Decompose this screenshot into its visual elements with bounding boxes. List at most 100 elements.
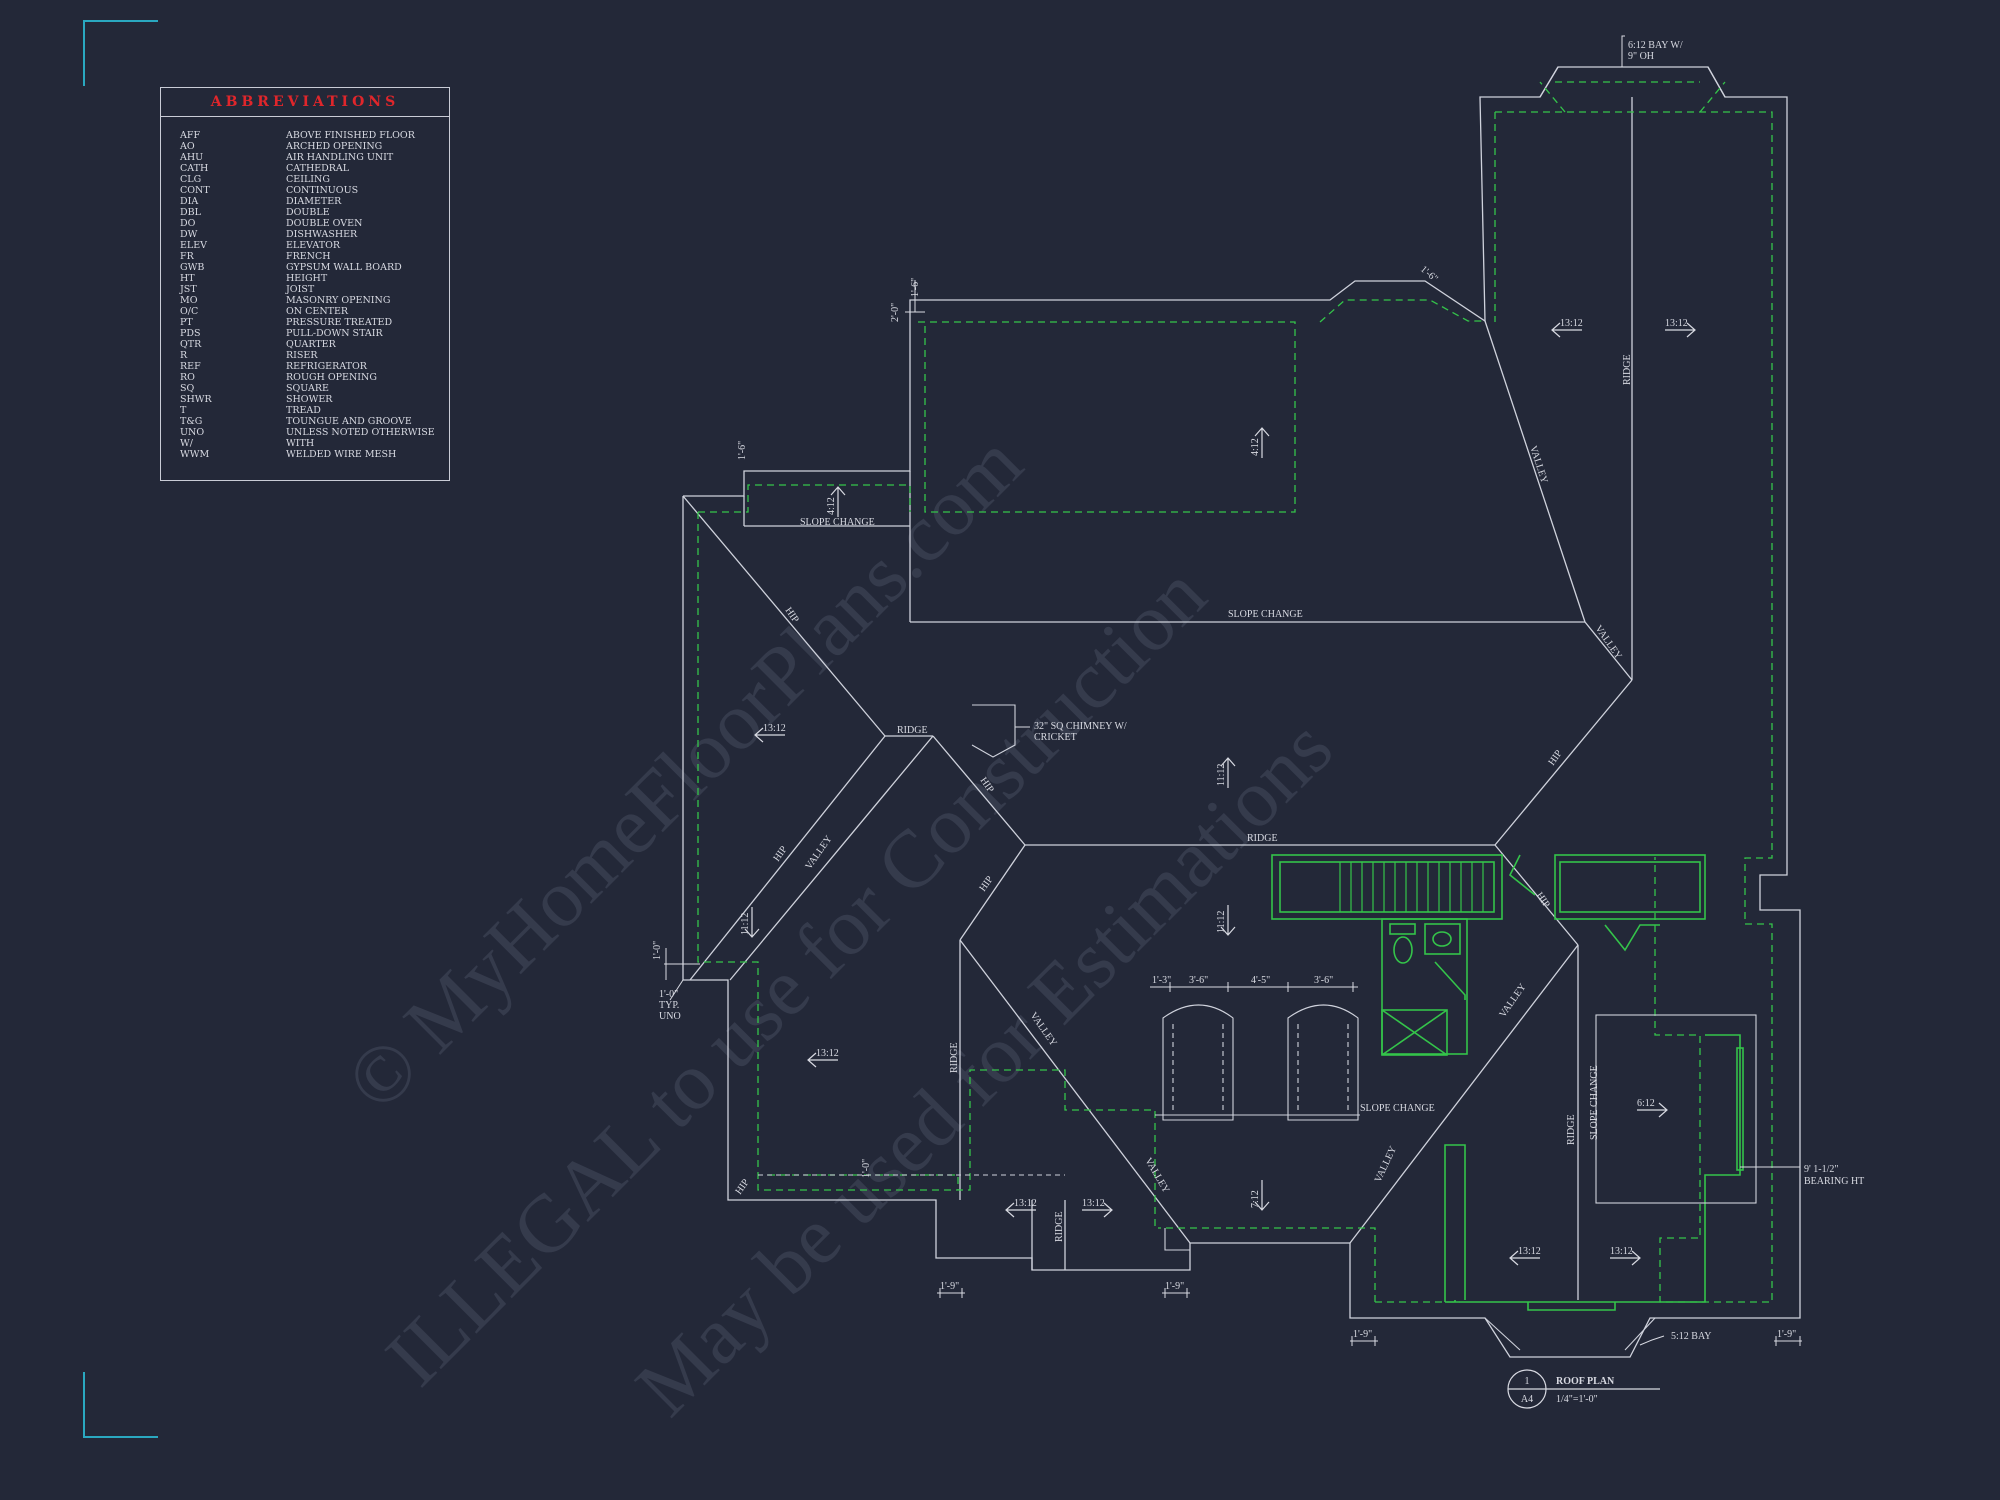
abbreviation-code: QTR <box>180 339 202 350</box>
abbreviation-code: SHWR <box>180 394 212 405</box>
abbreviation-meaning: AIR HANDLING UNIT <box>286 152 394 163</box>
dim-2-0: 2'-0" <box>890 303 901 322</box>
pitch-label: 13:12 <box>1665 318 1688 329</box>
dim-1-9-a: 1'-9" <box>940 1281 959 1292</box>
abbreviation-row: DBL DOUBLE <box>180 207 440 218</box>
abbreviation-meaning: JOIST <box>286 284 315 295</box>
ridge-label-6: RIDGE <box>1566 1114 1577 1145</box>
pitch-label: 11:12 <box>1216 764 1227 786</box>
pitch-arrow-up <box>1254 427 1270 458</box>
abbreviation-meaning: RISER <box>286 350 318 361</box>
slope-change-label-3: SLOPE CHANGE <box>1360 1103 1435 1114</box>
abbreviation-row: W/WITH <box>180 438 440 449</box>
typ-label-1: 1'-0" <box>659 989 678 1000</box>
abbreviation-meaning: TREAD <box>286 405 321 416</box>
dim-1-9-d: 1'-9" <box>1777 1329 1796 1340</box>
chimney-label-1: 32" SQ CHIMNEY W/ <box>1034 721 1127 732</box>
abbreviation-meaning: CEILING <box>286 174 330 185</box>
pitch-arrow-left <box>807 1052 838 1068</box>
abbreviation-code: UNO <box>180 427 205 438</box>
abbreviation-code: W/ <box>180 438 193 449</box>
abbreviation-code: AFF <box>180 130 201 141</box>
abbreviation-meaning: WELDED WIRE MESH <box>286 449 397 460</box>
pitch-label: 13:12 <box>1560 318 1583 329</box>
dim-3-6-a: 3'-6" <box>1189 975 1208 986</box>
bearing-label-2: BEARING HT <box>1804 1176 1864 1187</box>
pitch-label: 13:12 <box>1518 1246 1541 1257</box>
pitch-label: 7:12 <box>1250 1190 1261 1208</box>
exterior-wall-line <box>697 81 1773 1303</box>
dimension-lines <box>664 35 1802 1346</box>
pitch-arrow-right <box>1637 1102 1668 1118</box>
abbreviation-code: RO <box>180 372 195 383</box>
abbreviation-code: JST <box>180 284 197 295</box>
abbreviation-code: DBL <box>180 207 201 218</box>
chimney-label-2: CRICKET <box>1034 732 1077 743</box>
abbreviation-meaning: DOUBLE <box>286 207 330 218</box>
pitch-label: 13:12 <box>1610 1246 1633 1257</box>
ridge-label-3: RIDGE <box>1622 354 1633 385</box>
abbreviation-meaning: ROUGH OPENING <box>286 372 377 383</box>
pitch-label: 13:12 <box>1082 1198 1105 1209</box>
bay-top-label-1: 6:12 BAY W/ <box>1628 40 1683 51</box>
abbreviation-code: CATH <box>180 163 209 174</box>
abbreviation-code: O/C <box>180 306 199 317</box>
abbreviation-code: DW <box>180 229 198 240</box>
plan-labels: SLOPE CHANGE SLOPE CHANGE SLOPE CHANGE S… <box>652 40 1864 1342</box>
valley-label-2: VALLEY <box>1527 445 1549 485</box>
pitch-arrow-down <box>1254 1180 1270 1211</box>
bearing-label-1: 9' 1-1/2" <box>1804 1164 1839 1175</box>
pitch-label: 13:12 <box>763 723 786 734</box>
abbreviation-meaning: SQUARE <box>286 383 329 394</box>
abbreviation-row: AFF ABOVE FINISHED FLOOR <box>180 130 440 141</box>
pitch-arrow-up <box>1220 757 1236 788</box>
title-sheet: A4 <box>1521 1394 1533 1405</box>
abbreviation-row: O/C ON CENTER <box>180 306 440 317</box>
abbreviation-meaning: DOUBLE OVEN <box>286 218 363 229</box>
title-text: ROOF PLAN <box>1556 1376 1615 1387</box>
abbreviation-meaning: QUARTER <box>286 339 336 350</box>
bay-top-label-2: 9" OH <box>1628 51 1654 62</box>
abbreviation-meaning: WITH <box>286 438 315 449</box>
pitch-label: 4:12 <box>1250 438 1261 456</box>
abbreviations-title: ABBREVIATIONS <box>161 88 449 117</box>
abbreviation-meaning: ON CENTER <box>286 306 349 317</box>
pitch-arrow-up <box>830 486 846 517</box>
corner-mark-bottom-left <box>83 1372 158 1438</box>
abbreviation-meaning: FRENCH <box>286 251 331 262</box>
stair <box>1339 862 1484 912</box>
watermark: © MyHomeFloorPlans.com ILLEGAL to use fo… <box>328 417 1349 1433</box>
valley-label-3: VALLEY <box>1593 623 1624 661</box>
abbreviation-code: CLG <box>180 174 202 185</box>
dim-1-9-c: 1'-9" <box>1353 1329 1372 1340</box>
abbreviation-code: DIA <box>180 196 199 207</box>
pitch-label: 4:12 <box>826 497 837 515</box>
title-scale: 1/4"=1'-0" <box>1556 1394 1598 1405</box>
abbreviation-meaning: ABOVE FINISHED FLOOR <box>286 130 415 141</box>
pitch-arrow-left <box>1509 1250 1540 1266</box>
roof-outline <box>682 66 1801 1358</box>
hip-label-7: HIP <box>733 1177 752 1197</box>
abbreviation-meaning: ARCHED OPENING <box>286 141 383 152</box>
corner-mark-top-left <box>83 20 158 86</box>
dim-1-3: 1'-3" <box>1152 975 1171 986</box>
abbreviation-meaning: PULL-DOWN STAIR <box>286 328 383 339</box>
dim-3-6-b: 3'-6" <box>1314 975 1333 986</box>
abbreviation-row: QTR QUARTER <box>180 339 440 350</box>
